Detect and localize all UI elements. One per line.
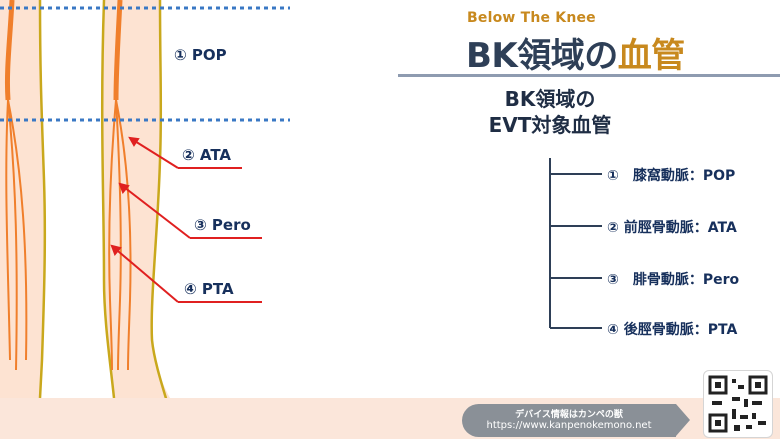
pointer-ata (128, 136, 242, 169)
label-pop: ① POP (174, 46, 227, 64)
footer-site-name: デバイス情報はカンペの獣 (515, 410, 623, 420)
tree-connector (549, 158, 602, 329)
footer-link-banner[interactable] (462, 404, 676, 437)
qr-code-icon (708, 375, 768, 433)
left-leg-outline-inner (150, 0, 170, 406)
footer-arrow-icon (676, 404, 690, 436)
posterior-tibial-artery (108, 99, 117, 371)
peroneal-artery (115, 99, 122, 371)
pointer-pero (118, 182, 262, 239)
tree-heading-line2: EVT対象血管 (488, 113, 612, 137)
page-title: BK領域の血管 (466, 28, 685, 77)
pointer-pta (110, 244, 262, 303)
title-main: BK領域の (466, 36, 618, 76)
right-leg-outline (38, 0, 47, 399)
anterior-tibial-artery (115, 99, 132, 371)
tree-heading-line1: BK領域の (504, 87, 596, 111)
tree-item-pero: ③ 腓骨動脈：Pero (607, 272, 740, 288)
label-ata: ② ATA (182, 146, 232, 164)
subtitle: Below The Knee (467, 10, 596, 26)
right-popliteal-artery (4, 0, 15, 101)
label-pta: ④ PTA (184, 280, 234, 298)
left-popliteal-artery (113, 0, 123, 101)
label-pero: ③ Pero (194, 216, 251, 234)
left-leg-outline-outer (100, 0, 116, 399)
title-accent: 血管 (617, 36, 686, 76)
footer-url[interactable]: https://www.kanpenokemono.net (486, 420, 652, 431)
tree-heading: BK領域の EVT対象血管 (470, 86, 630, 138)
qr-code[interactable] (703, 370, 773, 438)
tree-item-ata: ② 前脛骨動脈：ATA (607, 220, 737, 236)
leg-artery-diagram (0, 0, 300, 439)
title-divider (398, 74, 780, 77)
tree-item-pta: ④ 後脛骨動脈：PTA (607, 322, 738, 338)
tree-item-pop: ① 膝窩動脈：POP (607, 168, 736, 184)
